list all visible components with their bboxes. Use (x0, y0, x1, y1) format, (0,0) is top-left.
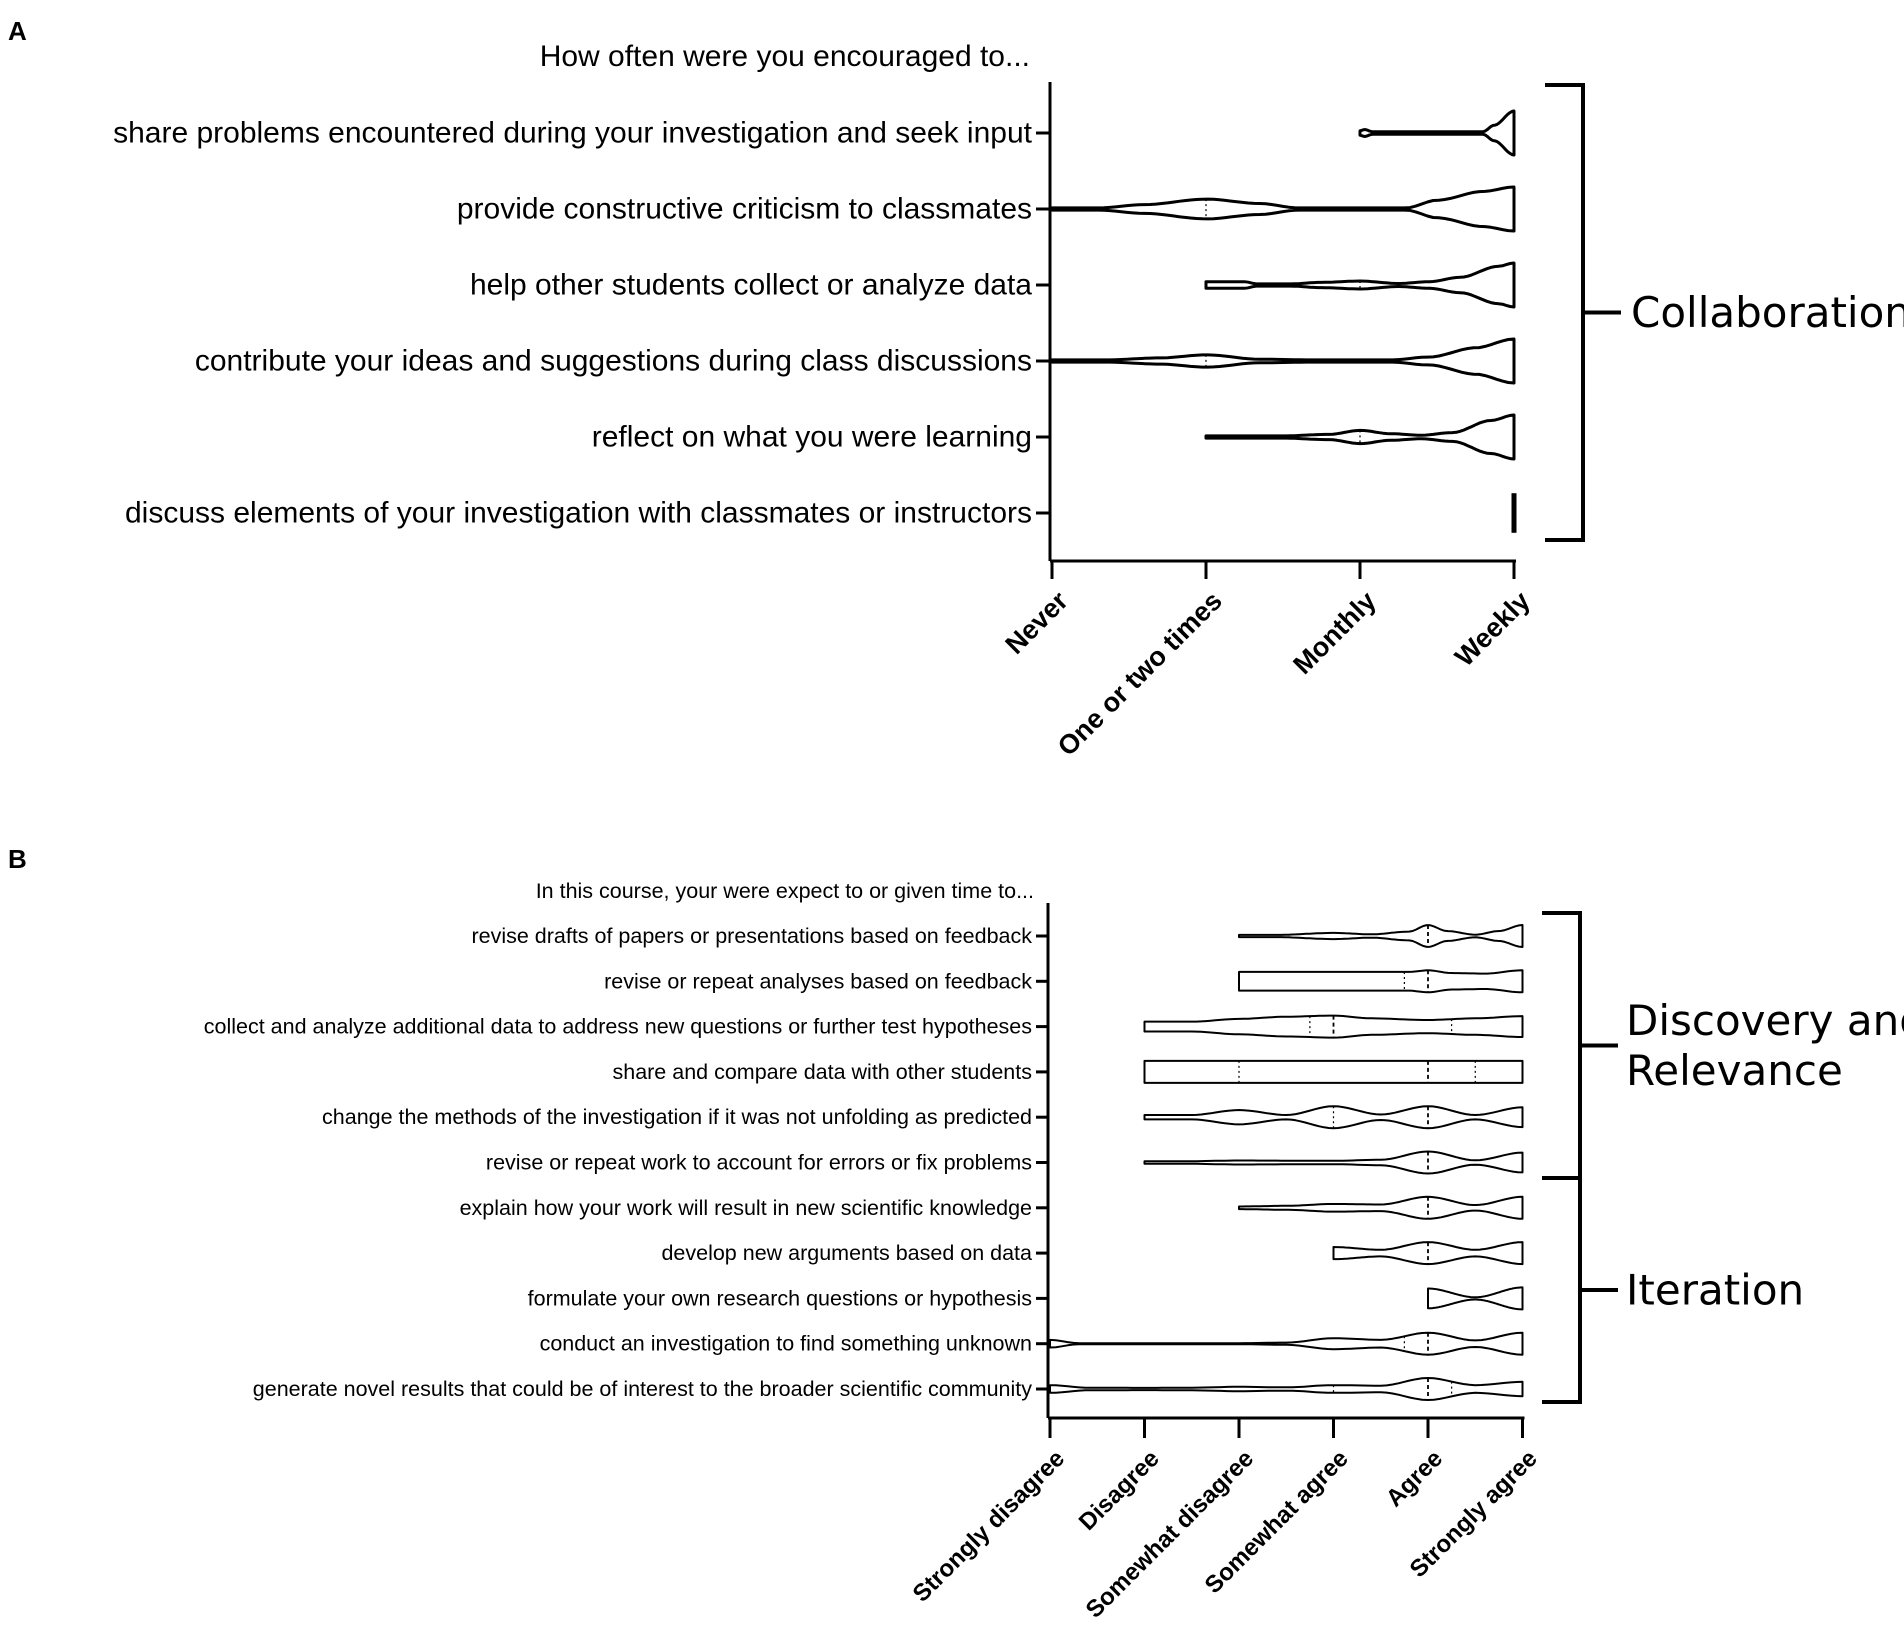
a-x-tick-label: Monthly (1287, 586, 1381, 680)
b-item-label: revise drafts of papers or presentations… (471, 924, 1032, 948)
b-x-tick-label: Strongly disagree (908, 1445, 1070, 1607)
b-x-tick-label: Disagree (1074, 1445, 1165, 1536)
a-x-tick-label: Weekly (1449, 586, 1536, 673)
b-violin (1238, 1195, 1524, 1220)
b-x-tick-label: Agree (1381, 1445, 1448, 1512)
panel-a-title: How often were you encouraged to... (540, 40, 1030, 73)
b-item-label: share and compare data with other studen… (612, 1060, 1032, 1084)
a-violin (1204, 261, 1516, 309)
panel-b-title: In this course, your were expect to or g… (536, 879, 1034, 903)
b-x-tick-label: Somewhat disagree (1081, 1445, 1259, 1623)
a-item-label: provide constructive criticism to classm… (457, 193, 1032, 226)
b-item-label: revise or repeat work to account for err… (486, 1151, 1032, 1175)
iteration-group-label: Iteration (1626, 1266, 1804, 1315)
a-item-label: discuss elements of your investigation w… (125, 497, 1032, 530)
discovery-relevance-group-label: Discovery and (1626, 996, 1904, 1045)
b-item-label: conduct an investigation to find somethi… (540, 1332, 1032, 1356)
a-item-label: help other students collect or analyze d… (470, 269, 1032, 302)
b-item-label: develop new arguments based on data (661, 1241, 1032, 1265)
a-x-tick-label: One or two times (1052, 586, 1228, 762)
a-item-label: share problems encountered during your i… (113, 117, 1033, 150)
b-violin (1143, 1150, 1524, 1175)
collaboration-group-label: Collaboration (1631, 288, 1904, 337)
b-violin (1238, 969, 1524, 994)
b-item-label: change the methods of the investigation … (322, 1105, 1032, 1129)
b-violin (1049, 1331, 1524, 1356)
b-item-label: explain how your work will result in new… (460, 1196, 1032, 1220)
a-item-label: contribute your ideas and suggestions du… (195, 345, 1032, 378)
b-item-label: generate novel results that could be of … (253, 1377, 1032, 1401)
discovery-relevance-group-label: Relevance (1626, 1046, 1843, 1095)
b-group-bracket (1542, 911, 1582, 1404)
b-violin (1427, 1286, 1524, 1311)
a-x-tick-label: Never (1000, 585, 1075, 660)
b-item-label: formulate your own research questions or… (528, 1286, 1032, 1310)
panel-b-letter: B (8, 844, 27, 874)
b-violin (1049, 1377, 1524, 1401)
b-item-label: collect and analyze additional data to a… (204, 1015, 1032, 1039)
panel-a-letter: A (8, 16, 27, 46)
b-violin (1143, 1059, 1524, 1084)
a-violin (1050, 337, 1516, 385)
a-violin (1050, 185, 1516, 233)
b-violin (1238, 924, 1524, 948)
b-item-label: revise or repeat analyses based on feedb… (604, 969, 1032, 993)
a-violin (1358, 109, 1516, 157)
a-item-label: reflect on what you were learning (592, 421, 1032, 454)
collaboration-bracket (1545, 83, 1585, 542)
